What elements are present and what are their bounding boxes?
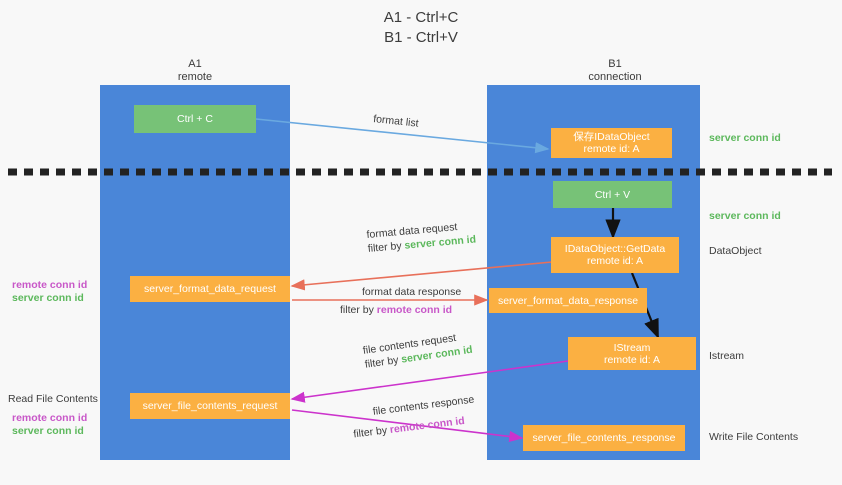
box-server-file-contents-request[interactable]: server_file_contents_request bbox=[130, 393, 290, 419]
arrow-label-format-data-request: format data request filter by server con… bbox=[366, 219, 477, 256]
arrow-label-file-contents-response: file contents response filter by remote … bbox=[353, 393, 478, 441]
lane-header-b1-name: B1 bbox=[608, 58, 622, 70]
box-ctrl-c-label: Ctrl + C bbox=[177, 113, 213, 125]
box-server-format-data-response[interactable]: server_format_data_response bbox=[489, 288, 647, 313]
box-istream[interactable]: IStream remote id: A bbox=[568, 337, 696, 370]
label-istream: Istream bbox=[709, 350, 745, 362]
filter-prefix: filter by bbox=[340, 304, 377, 316]
label-remote-conn-id-1: remote conn id bbox=[12, 279, 88, 291]
title-line-1: A1 - Ctrl+C bbox=[383, 9, 459, 26]
box-getdata-line2: remote id: A bbox=[586, 255, 644, 267]
box-server-file-contents-request-label: server_file_contents_request bbox=[142, 400, 278, 412]
box-ctrl-c[interactable]: Ctrl + C bbox=[134, 105, 256, 133]
arrow-label-format-data-response-filter: filter by remote conn id bbox=[340, 303, 461, 317]
label-write-file-contents: Write File Contents bbox=[709, 431, 799, 443]
filter-value-remote-conn-id: remote conn id bbox=[376, 304, 453, 316]
box-save-idataobject-line2: remote id: A bbox=[583, 143, 640, 155]
arrow-label-format-data-response-text: format data response bbox=[362, 286, 462, 298]
label-remote-conn-id-2: remote conn id bbox=[12, 412, 88, 424]
filter-prefix: filter by bbox=[352, 424, 391, 441]
label-server-conn-id-mid: server conn id bbox=[709, 210, 781, 222]
filter-prefix: filter by bbox=[364, 353, 403, 371]
box-save-idataobject-line1: 保存IDataObject bbox=[573, 131, 650, 143]
arrow-label-format-list-text: format list bbox=[372, 112, 420, 130]
filter-prefix: filter by bbox=[367, 239, 405, 255]
label-server-conn-id-1: server conn id bbox=[12, 292, 84, 304]
label-dataobject: DataObject bbox=[709, 245, 762, 257]
title-line-2: B1 - Ctrl+V bbox=[384, 29, 458, 46]
box-ctrl-v[interactable]: Ctrl + V bbox=[553, 181, 672, 208]
box-istream-line2: remote id: A bbox=[603, 353, 661, 366]
diagram-title: A1 - Ctrl+C B1 - Ctrl+V bbox=[0, 8, 842, 48]
box-server-file-contents-response-label: server_file_contents_response bbox=[532, 432, 676, 444]
label-server-conn-id-top: server conn id bbox=[709, 132, 781, 144]
box-getdata[interactable]: IDataObject::GetData remote id: A bbox=[551, 237, 679, 273]
filter-value-remote-conn-id: remote conn id bbox=[389, 414, 466, 436]
lane-header-a1: A1 remote bbox=[115, 58, 275, 84]
arrow-label-format-list: format list bbox=[373, 112, 420, 131]
lane-header-b1-subtitle: connection bbox=[588, 71, 642, 83]
box-save-idataobject[interactable]: 保存IDataObject remote id: A bbox=[551, 128, 672, 158]
box-server-format-data-response-label: server_format_data_response bbox=[497, 294, 639, 307]
arrow-label-format-data-response: format data response filter by remote co… bbox=[340, 285, 462, 317]
lane-header-b1: B1 connection bbox=[535, 58, 695, 84]
arrow-label-file-contents-response-filter: filter by remote conn id bbox=[353, 412, 478, 441]
label-read-file-contents: Read File Contents bbox=[8, 393, 98, 405]
box-getdata-line1: IDataObject::GetData bbox=[564, 243, 666, 255]
box-server-format-data-request[interactable]: server_format_data_request bbox=[130, 276, 290, 302]
lane-header-a1-subtitle: remote bbox=[177, 71, 213, 83]
lane-header-a1-name: A1 bbox=[188, 58, 202, 70]
box-server-file-contents-response[interactable]: server_file_contents_response bbox=[523, 425, 685, 451]
label-server-conn-id-2: server conn id bbox=[12, 425, 84, 437]
box-ctrl-v-label: Ctrl + V bbox=[594, 188, 631, 201]
box-server-format-data-request-label: server_format_data_request bbox=[144, 283, 276, 295]
arrow-label-file-contents-request: file contents request filter by server c… bbox=[362, 329, 473, 372]
box-istream-line1: IStream bbox=[613, 341, 651, 354]
